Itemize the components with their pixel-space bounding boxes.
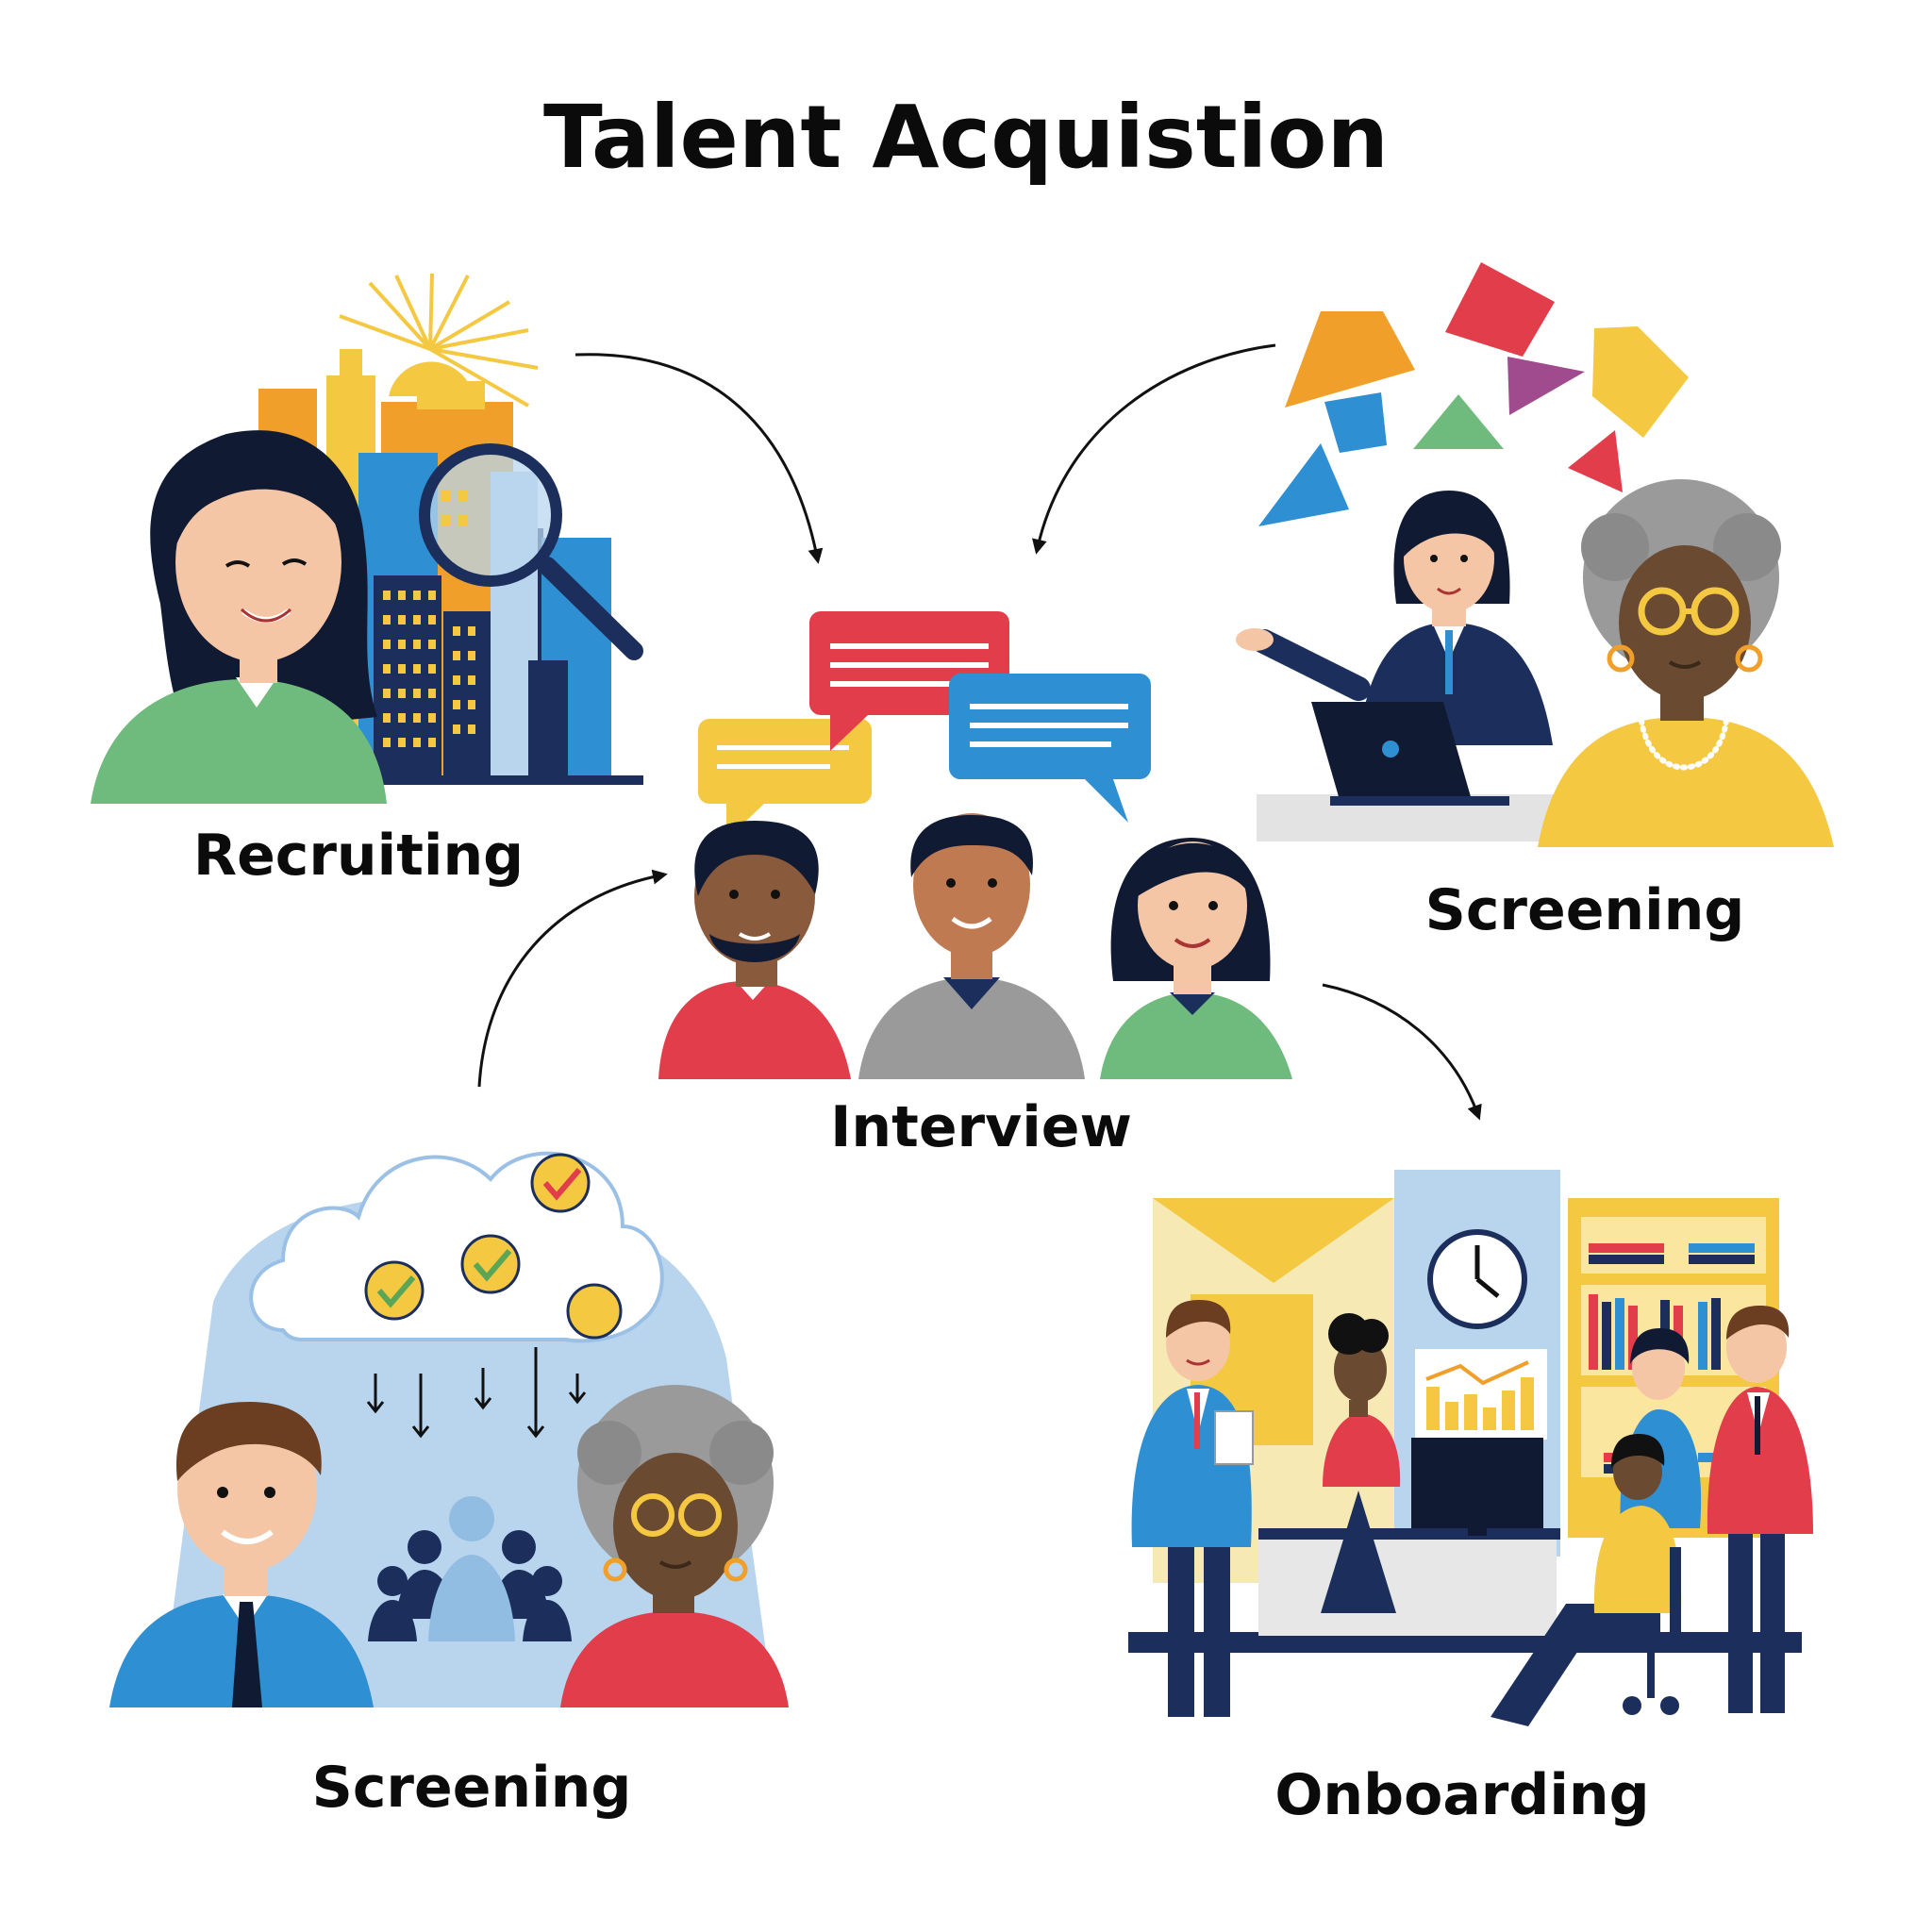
onboarding-illustration [1128,1170,1813,1726]
clock-icon [1427,1229,1527,1329]
stage-label-onboarding: Onboarding [1274,1762,1650,1828]
colleague-woman-seated-avatar [1491,1434,1682,1726]
stage-label-screening-top: Screening [1424,877,1745,943]
download-arrows [366,1347,587,1439]
candidate-young-man-avatar [109,1402,374,1707]
candidate-woman-avatar [1100,838,1292,1079]
magnifier-icon [419,443,643,660]
checkmark-icon [364,1153,623,1340]
stage-label-recruiting: Recruiting [192,823,525,889]
arrow-interview-to-onboarding [1322,983,1482,1121]
bar-chart-icon [1415,1349,1547,1440]
colleague-man-left-avatar [1131,1300,1254,1717]
arrow-recruiting-to-interview [575,353,824,564]
colleague-woman-center-avatar [1321,1313,1401,1613]
candidate-pool-icon [368,1496,572,1641]
candidate-man-avatar [858,813,1085,1079]
candidate-older-woman-avatar [1538,479,1834,847]
recruiter-woman-avatar [91,430,387,804]
stage-label-screening-bottom: Screening [311,1755,632,1821]
interview-illustration [658,611,1292,1079]
laptop-icon [1311,702,1509,806]
candidate-older-woman-bottom-avatar [560,1385,789,1707]
arrow-screening-to-interview [1032,343,1276,555]
diagram-title: Talent Acquistion [542,87,1389,188]
screening-bottom-illustration [109,1151,789,1707]
recruiting-illustration [91,273,643,804]
flow-arrows [477,343,1482,1121]
colleague-man-right-avatar [1707,1306,1813,1713]
screening-top-illustration [1236,262,1834,847]
shapes-icon [1258,262,1689,526]
candidate-man-bearded-avatar [658,821,851,1079]
speech-bubble-icon [698,611,1151,840]
arrow-screening-bottom-to-interview [477,869,668,1088]
stage-label-interview: Interview [830,1094,1132,1160]
